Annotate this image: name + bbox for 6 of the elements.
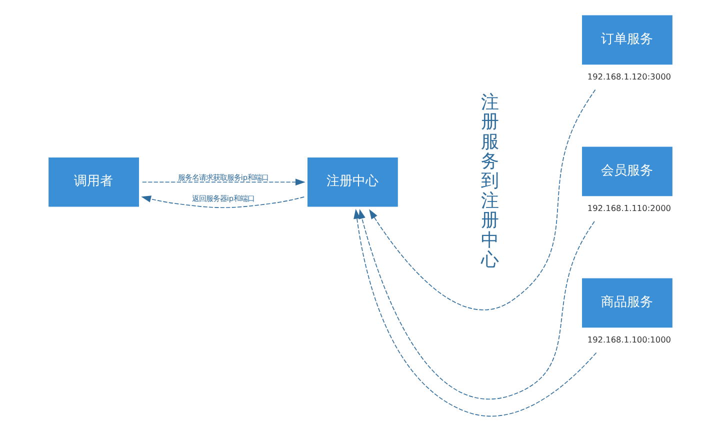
node-label: 192.168.1.120:3000 bbox=[586, 71, 671, 82]
node-label: 192.168.1.110:2000 bbox=[586, 202, 671, 213]
edge-label: 服务名请求获取服务ip和端口 bbox=[177, 172, 268, 182]
edge-label: 返回服务器ip和端口 bbox=[191, 194, 254, 204]
label: 注册服务到注册中心 bbox=[480, 92, 498, 271]
node-label: 192.168.1.100:1000 bbox=[586, 334, 671, 344]
